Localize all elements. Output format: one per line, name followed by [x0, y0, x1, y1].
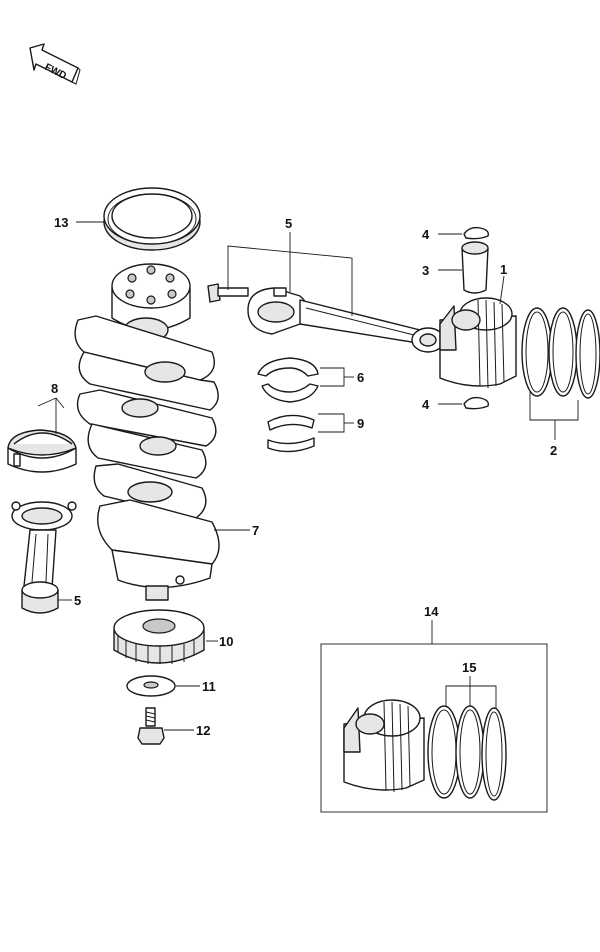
- callout-7: 7: [252, 523, 259, 538]
- piston-set-piston: [343, 699, 425, 793]
- callout-10: 10: [219, 634, 233, 649]
- piston-pin-circlip-bottom: [463, 396, 490, 410]
- callout-14: 14: [424, 604, 439, 619]
- fwd-arrow-icon: FWD: [29, 43, 81, 85]
- oil-seal-ring: [103, 187, 201, 251]
- callout-2: 2: [550, 443, 557, 458]
- callout-11: 11: [202, 679, 216, 694]
- thrust-washer: [267, 414, 315, 453]
- callout-4-bottom: 4: [422, 397, 430, 412]
- piston-pin-circlip-top: [463, 226, 490, 240]
- rod-bearing: [257, 357, 319, 403]
- piston-set-rings: [427, 705, 507, 801]
- washer: [126, 675, 176, 697]
- piston-set-box: [320, 643, 548, 813]
- callout-3: 3: [422, 263, 429, 278]
- callout-9: 9: [357, 416, 364, 431]
- crankshaft: [74, 263, 220, 601]
- callout-4-top: 4: [422, 227, 430, 242]
- callout-1: 1: [500, 262, 507, 277]
- callout-5-left: 5: [74, 593, 81, 608]
- callout-5-top: 5: [285, 216, 292, 231]
- callout-15: 15: [462, 660, 476, 675]
- piston-rings: [521, 307, 600, 399]
- connecting-rod-center: [247, 287, 445, 353]
- callout-12: 12: [196, 723, 210, 738]
- piston-pin: [461, 241, 489, 294]
- gear-bolt: [137, 707, 165, 745]
- callout-13: 13: [54, 215, 68, 230]
- callout-6: 6: [357, 370, 364, 385]
- crank-bearing: [7, 429, 77, 473]
- crank-gear: [113, 609, 205, 664]
- callout-8: 8: [51, 381, 58, 396]
- piston: [439, 297, 517, 389]
- rod-bolt: [207, 283, 249, 303]
- connecting-rod-left: [11, 501, 77, 614]
